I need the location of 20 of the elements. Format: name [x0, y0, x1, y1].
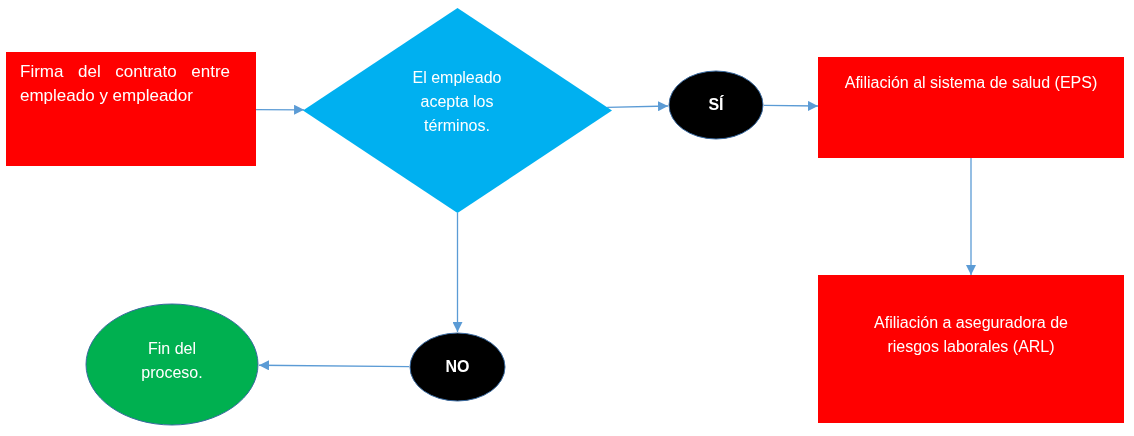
arrow — [452, 212, 463, 333]
node-label: SÍ — [707, 94, 725, 115]
answer-oval — [668, 70, 764, 140]
arrow — [258, 360, 410, 371]
process-box — [818, 57, 1124, 158]
end-oval — [85, 303, 259, 426]
decision-diamond — [303, 8, 612, 213]
node-label: Fin del proceso. — [140, 339, 204, 383]
arrow — [255, 104, 305, 115]
node-label: El empleado acepta los términos. — [411, 68, 503, 136]
process-box — [6, 52, 256, 166]
node-label: Afiliación al sistema de salud (EPS) — [843, 73, 1099, 93]
answer-oval — [409, 332, 506, 402]
arrow — [606, 101, 669, 112]
node-label: Firma del contrato entre empleado y empleador — [20, 61, 230, 107]
arrow — [763, 100, 819, 111]
node-label: NO — [444, 357, 471, 377]
arrow — [966, 157, 976, 276]
process-box — [818, 275, 1124, 423]
node-label: Afiliación a aseguradora de riesgos laborales (ARL) — [873, 313, 1069, 357]
